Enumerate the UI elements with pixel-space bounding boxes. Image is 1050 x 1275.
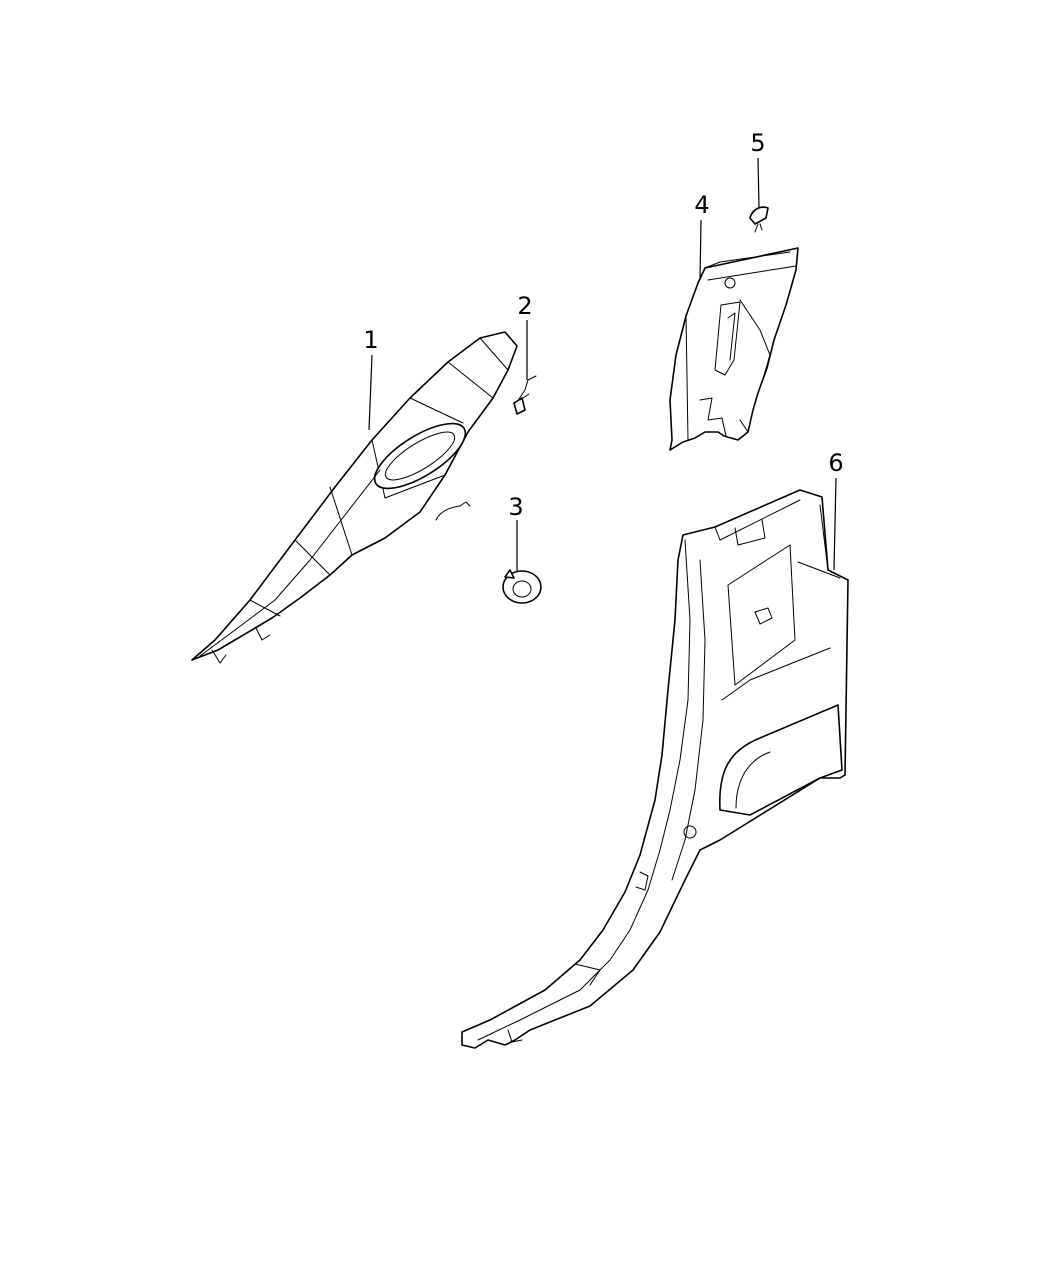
part-6-lower-trim-panel[interactable] xyxy=(461,489,849,1049)
leader-6 xyxy=(833,477,837,571)
part-5-push-clip[interactable] xyxy=(749,206,769,233)
callout-3: 3 xyxy=(508,493,523,521)
part-1-a-pillar-trim[interactable] xyxy=(191,331,518,664)
leader-4 xyxy=(699,219,702,281)
callout-1: 1 xyxy=(363,326,378,354)
leader-5 xyxy=(757,157,760,209)
callout-numbers: 1 2 3 4 5 6 xyxy=(363,129,843,521)
part-3-fastener[interactable] xyxy=(502,569,542,604)
part-4-b-pillar-upper-trim[interactable] xyxy=(669,247,799,451)
callout-6: 6 xyxy=(828,449,843,477)
callout-2: 2 xyxy=(517,292,532,320)
part-2-clip[interactable] xyxy=(513,375,537,415)
leader-lines xyxy=(368,157,837,572)
callout-4: 4 xyxy=(694,191,709,219)
callout-5: 5 xyxy=(750,129,765,157)
leader-1 xyxy=(368,354,373,431)
